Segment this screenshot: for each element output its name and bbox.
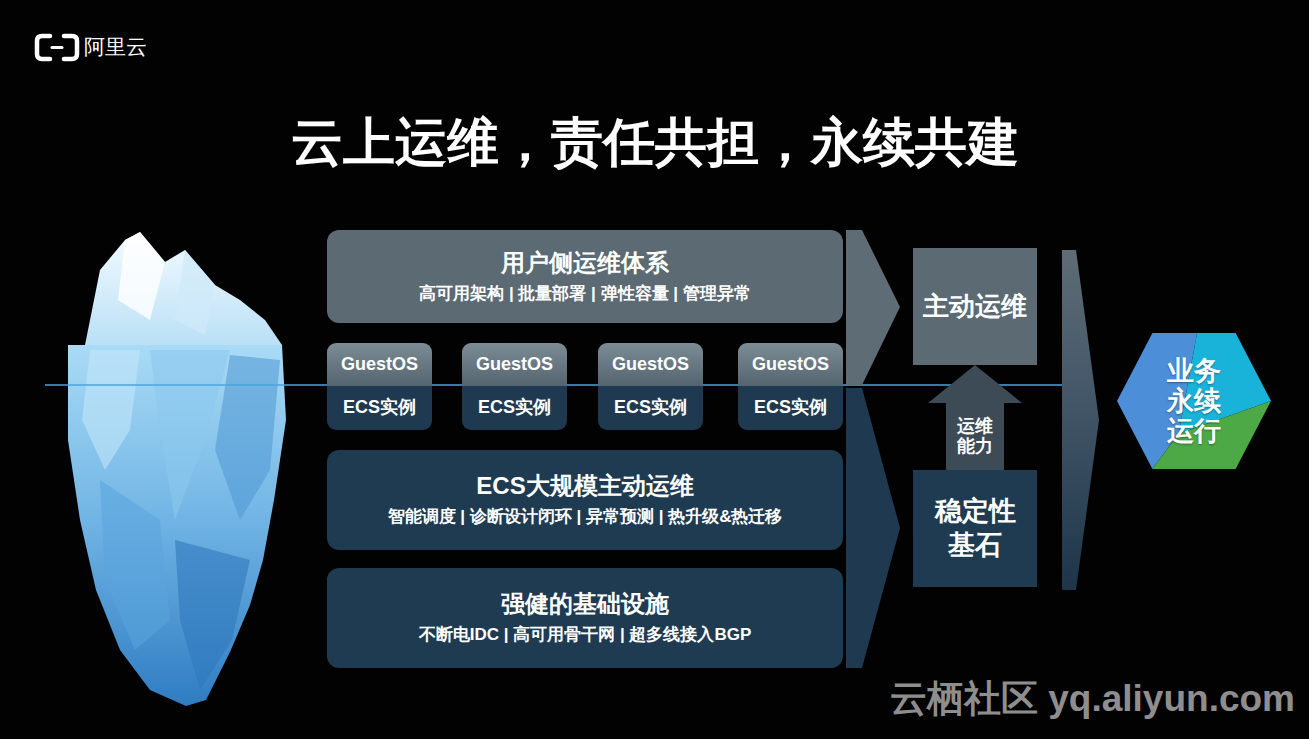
guest-os-label: GuestOS bbox=[462, 343, 567, 386]
edge-label: 运维 能力 bbox=[952, 416, 997, 457]
capability-box: 稳定性 基石 bbox=[913, 470, 1037, 587]
box-heading: ECS大规模主动运维 bbox=[476, 472, 693, 501]
instance-box: GuestOSECS实例 bbox=[598, 343, 703, 430]
capability-box: 主动运维 bbox=[913, 248, 1037, 365]
layer-box: ECS大规模主动运维智能调度 | 诊断设计闭环 | 异常预测 | 热升级&热迁移 bbox=[327, 450, 843, 550]
instance-box: GuestOSECS实例 bbox=[462, 343, 567, 430]
chevron-arrow bbox=[846, 388, 900, 668]
box-items: 高可用架构 | 批量部署 | 弹性容量 | 管理异常 bbox=[419, 284, 751, 304]
box-items: 不断电IDC | 高可用骨干网 | 超多线接入BGP bbox=[419, 625, 752, 645]
chevron-arrow bbox=[846, 230, 900, 385]
layer-box: 强健的基础设施不断电IDC | 高可用骨干网 | 超多线接入BGP bbox=[327, 568, 843, 668]
instance-label: ECS实例 bbox=[462, 386, 567, 430]
guest-os-label: GuestOS bbox=[738, 343, 843, 386]
instance-label: ECS实例 bbox=[598, 386, 703, 430]
instance-label: ECS实例 bbox=[738, 386, 843, 430]
box-items: 智能调度 | 诊断设计闭环 | 异常预测 | 热升级&热迁移 bbox=[388, 507, 783, 527]
guest-os-label: GuestOS bbox=[598, 343, 703, 386]
logo-icon bbox=[37, 36, 77, 59]
instance-box: GuestOSECS实例 bbox=[738, 343, 843, 430]
layer-box: 用户侧运维体系高可用架构 | 批量部署 | 弹性容量 | 管理异常 bbox=[327, 230, 843, 323]
box-heading: 用户侧运维体系 bbox=[501, 249, 669, 278]
instance-box: GuestOSECS实例 bbox=[327, 343, 432, 430]
iceberg bbox=[68, 232, 286, 706]
chevron-arrow bbox=[1062, 250, 1099, 590]
guest-os-label: GuestOS bbox=[327, 343, 432, 386]
goal-hexagon: 业务 永续 运行 bbox=[1117, 333, 1271, 469]
block-arrow bbox=[928, 365, 1022, 470]
instance-label: ECS实例 bbox=[327, 386, 432, 430]
box-label: 主动运维 bbox=[923, 290, 1027, 323]
box-label: 稳定性 基石 bbox=[930, 495, 1019, 563]
watermark: 云栖社区 yq.aliyun.com bbox=[890, 674, 1295, 724]
slide-title: 云上运维，责任共担，永续共建 bbox=[0, 108, 1309, 178]
box-heading: 强健的基础设施 bbox=[501, 590, 669, 619]
box-label: 业务 永续 运行 bbox=[1163, 356, 1225, 447]
brand-name: 阿里云 bbox=[84, 33, 147, 61]
